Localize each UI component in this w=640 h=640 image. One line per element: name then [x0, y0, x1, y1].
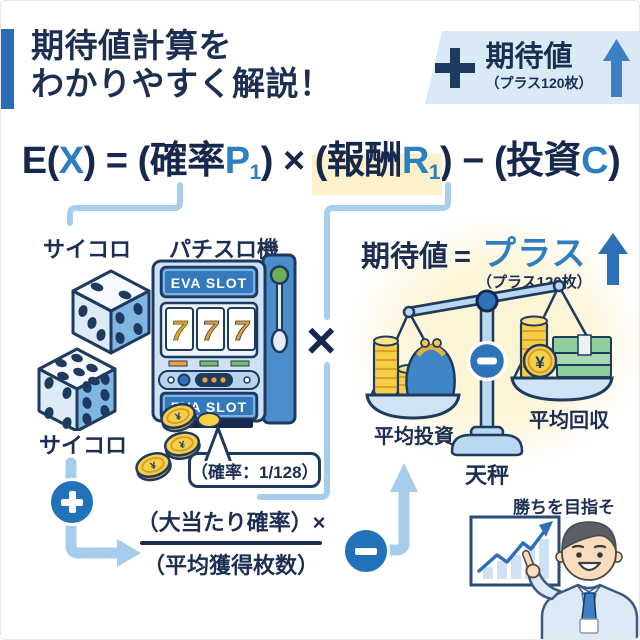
flow-arrow-up-icon	[390, 463, 418, 492]
result-equals: =	[454, 241, 471, 273]
fraction-bar	[140, 541, 322, 545]
smile	[577, 561, 602, 572]
dice-label-bottom: サイコロ	[39, 433, 128, 458]
pan-left	[365, 393, 461, 420]
badge-subtext: （プラス120枚）	[485, 74, 593, 91]
bracket-right-top	[324, 182, 451, 320]
flow-arrow-right-icon	[117, 539, 141, 567]
chart-arrow-icon	[539, 521, 553, 537]
times-operator: ×	[306, 312, 337, 370]
slot-brand-text-top: EVA SLOT	[171, 275, 247, 291]
svg-text:¥: ¥	[149, 460, 158, 472]
svg-text:¥: ¥	[178, 439, 186, 451]
pan-right-label: 平均回収	[529, 410, 609, 432]
minus-circle-bottom-icon	[342, 527, 390, 575]
lever-rod	[276, 278, 283, 336]
formula-e: E(	[21, 140, 60, 182]
pan-right	[510, 376, 614, 402]
yen-symbol: ¥	[535, 353, 545, 372]
hair	[561, 521, 617, 552]
presenter-illustration	[522, 521, 639, 639]
minus-circle-icon	[466, 340, 508, 382]
investment-items	[372, 335, 456, 398]
coins-illustration: ¥ ¥ ¥	[135, 403, 201, 482]
plus-flow-arrow-line	[65, 457, 123, 559]
lever-knob	[269, 265, 290, 285]
formula-p1: P	[224, 140, 250, 182]
scale-label: 天秤	[465, 463, 510, 488]
reel-symbol-2: 7	[202, 315, 219, 346]
fraction-denominator: （平均獲得枚数）	[142, 553, 319, 578]
expected-value-badge: 期待値 （プラス120枚）	[425, 31, 639, 104]
header-accent-bar	[1, 29, 14, 109]
dice-illustration	[37, 269, 151, 431]
formula: E(X) = (確率P1) × (報酬R1) − (投資C)	[21, 140, 621, 184]
purse	[405, 343, 456, 398]
minus-flow-arrow-line	[363, 485, 410, 556]
id-badge	[579, 618, 599, 634]
scale-base	[450, 433, 524, 457]
title-line-1: 期待値計算を	[31, 27, 232, 64]
result-up-arrow-icon	[597, 233, 628, 285]
dice-label: サイコロ	[43, 237, 132, 262]
bubble-tail	[204, 426, 232, 461]
badge-label: 期待値	[485, 41, 573, 74]
fraction: （大当たり確率）× （平均獲得枚数）	[132, 505, 330, 580]
result-value: プラス	[482, 235, 587, 273]
page-title: 期待値計算を わかりやすく解説！	[31, 27, 333, 104]
bracket-right-bottom	[257, 362, 330, 500]
formula-reward: (報酬	[314, 140, 403, 182]
plus-icon	[435, 47, 476, 88]
pan-left-label: 平均投資	[374, 426, 454, 448]
formula-r1: R	[401, 140, 429, 182]
svg-text:¥: ¥	[174, 411, 183, 423]
bracket-left	[67, 182, 183, 226]
formula-investment: (投資	[494, 140, 582, 182]
pointing-hand	[525, 563, 541, 579]
slot-label: パチスロ機	[169, 237, 280, 262]
result-label: 期待値	[361, 241, 449, 273]
formula-probability: (確率	[137, 140, 226, 182]
reel-symbol-1: 7	[171, 315, 188, 346]
formula-x: X	[58, 140, 84, 182]
pivot	[475, 289, 499, 313]
bubble-text: （確率：1/128）	[191, 462, 319, 482]
up-arrow-icon	[602, 38, 630, 97]
fraction-numerator: （大当たり確率）×	[136, 510, 326, 535]
title-line-2: わかりやすく解説！	[31, 65, 333, 103]
reel-symbol-3: 7	[233, 315, 250, 346]
payout-items: ¥	[519, 315, 612, 381]
plus-circle-icon	[48, 478, 96, 526]
balance-scale-illustration: ¥	[365, 279, 614, 457]
formula-c: C	[581, 140, 609, 182]
formula-highlight: (報酬R1	[314, 140, 441, 184]
